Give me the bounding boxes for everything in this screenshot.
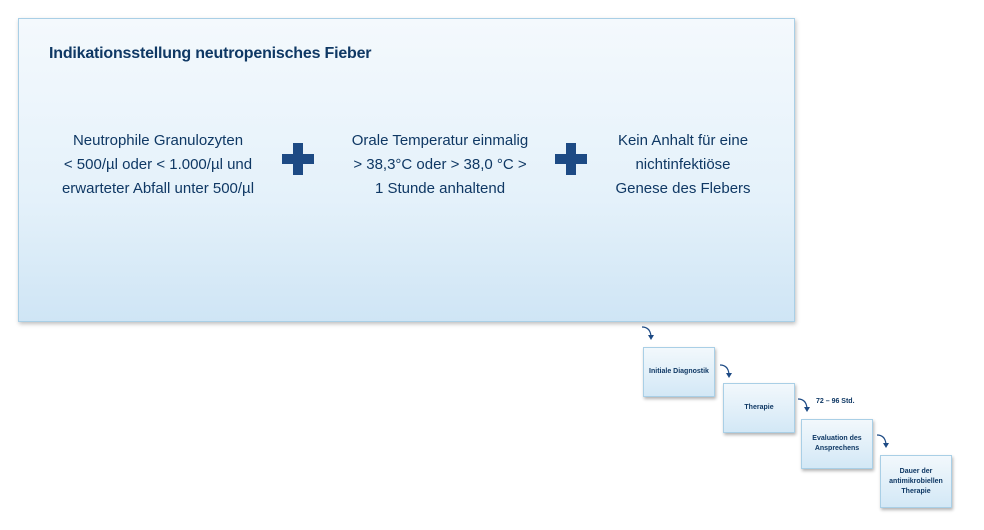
plus-icon: [555, 143, 587, 175]
plus-icon: [282, 143, 314, 175]
duration-label: 72 – 96 Std.: [816, 398, 855, 405]
curved-arrow-icon: [876, 434, 890, 450]
step-initial-diagnostics: Initiale Diagnostik: [643, 347, 715, 397]
step-therapy: Therapie: [723, 383, 795, 433]
criterion-no-noninfectious-cause: Kein Anhalt für eine nichtinfektiöse Gen…: [615, 132, 751, 197]
panel-title: Indikationsstellung neutropenisches Fieb…: [49, 45, 372, 62]
curved-arrow-icon: [641, 326, 655, 342]
curved-arrow-icon: [719, 364, 733, 380]
step-response-evaluation: Evaluation des Ansprechens: [801, 419, 873, 469]
curved-arrow-icon: [797, 398, 811, 414]
criterion-neutrophils: Neutrophile Granulozyten < 500/µl oder <…: [61, 132, 255, 197]
step-antimicrobial-duration: Dauer der antimikrobiellen Therapie: [880, 455, 952, 508]
indication-panel: Indikationsstellung neutropenisches Fieb…: [18, 18, 795, 322]
criterion-temperature: Orale Temperatur einmalig > 38,3°C oder …: [351, 132, 529, 197]
